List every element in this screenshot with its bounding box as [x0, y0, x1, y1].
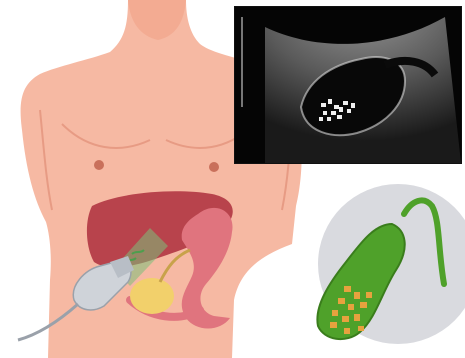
inset-gallbladder	[317, 224, 404, 339]
bile-duct	[404, 200, 444, 284]
